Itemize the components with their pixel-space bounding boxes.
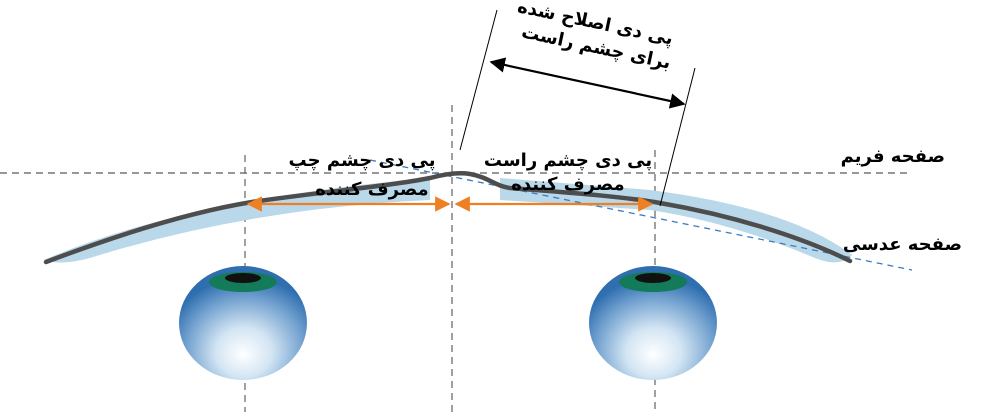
- frame-curve: [43, 170, 853, 265]
- left-eye: [179, 266, 307, 380]
- right-eye: [589, 266, 717, 380]
- corrected-pd-arrow: [489, 57, 686, 109]
- frame-plane-label: صفحه فریم: [841, 146, 945, 167]
- right-pd-label-line2: مصرف کننده: [511, 174, 624, 195]
- corrected-pd-ext-right: [659, 67, 696, 207]
- corrected-pd-ext-left: [459, 9, 498, 151]
- left-pd-label-line2: مصرف کننده: [315, 179, 428, 200]
- lens-plane-line: [369, 159, 913, 271]
- left-pd-label-line1: پی دی چشم چپ: [289, 150, 436, 171]
- right-pd-label-line1: پی دی چشم راست: [484, 150, 652, 171]
- lens-plane-label: صفحه عدسی: [843, 234, 962, 255]
